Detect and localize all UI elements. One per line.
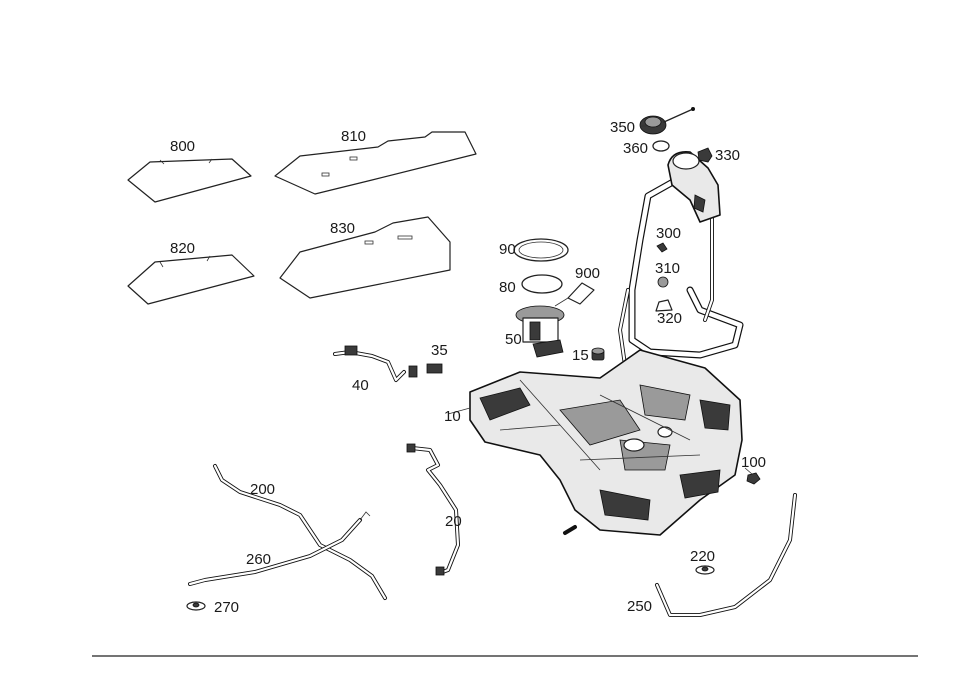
label-350: 350	[610, 119, 635, 136]
cap-seal-ring	[652, 140, 670, 152]
valve-300	[656, 242, 668, 253]
label-80: 80	[499, 279, 516, 296]
insulation-pad-800	[127, 158, 252, 203]
label-15: 15	[572, 347, 589, 364]
seal-ring-80	[521, 274, 563, 294]
flap-clip	[697, 147, 713, 163]
label-320: 320	[657, 310, 682, 327]
fuel-line-200	[213, 464, 387, 600]
locking-ring-90	[513, 238, 569, 262]
label-50: 50	[505, 331, 522, 348]
label-270: 270	[214, 599, 239, 616]
fuel-line-260	[188, 511, 371, 586]
label-810: 810	[341, 128, 366, 145]
grommet-220	[695, 565, 715, 575]
vent-line-20	[406, 443, 460, 576]
part-labels: 800 810 820 830 350 360 330 300 310 320 …	[170, 119, 766, 616]
label-800: 800	[170, 138, 195, 155]
label-40: 40	[352, 377, 369, 394]
grommet-320	[655, 299, 673, 312]
tank-strap-250	[655, 493, 797, 617]
bracket-100	[746, 472, 761, 485]
label-830: 830	[330, 220, 355, 237]
fuel-cap	[639, 107, 695, 135]
drain-plug-15	[591, 347, 605, 361]
insulation-pad-830	[279, 216, 451, 299]
label-200: 200	[250, 481, 275, 498]
sensor-line-40	[333, 345, 418, 382]
sensor-plug-35	[426, 363, 443, 374]
filler-neck-head	[667, 150, 721, 223]
label-220: 220	[690, 548, 715, 565]
grommet-270	[186, 601, 206, 611]
insulation-pad-820	[127, 254, 255, 305]
valve-310	[657, 276, 669, 288]
locking-ring-90-inner	[518, 241, 564, 259]
label-310: 310	[655, 260, 680, 277]
label-360: 360	[623, 140, 648, 157]
label-35: 35	[431, 342, 448, 359]
label-100: 100	[741, 454, 766, 471]
insulation-pad-810	[274, 131, 477, 195]
label-250: 250	[627, 598, 652, 615]
label-330: 330	[715, 147, 740, 164]
label-900: 900	[575, 265, 600, 282]
label-300: 300	[656, 225, 681, 242]
fuel-tank-10	[469, 349, 743, 536]
fuel-pump-module-50	[515, 305, 565, 358]
label-20: 20	[445, 513, 462, 530]
label-10: 10	[444, 408, 461, 425]
label-90: 90	[499, 241, 516, 258]
label-260: 260	[246, 551, 271, 568]
label-900	[567, 282, 595, 305]
leader-lines	[447, 125, 753, 475]
label-820: 820	[170, 240, 195, 257]
